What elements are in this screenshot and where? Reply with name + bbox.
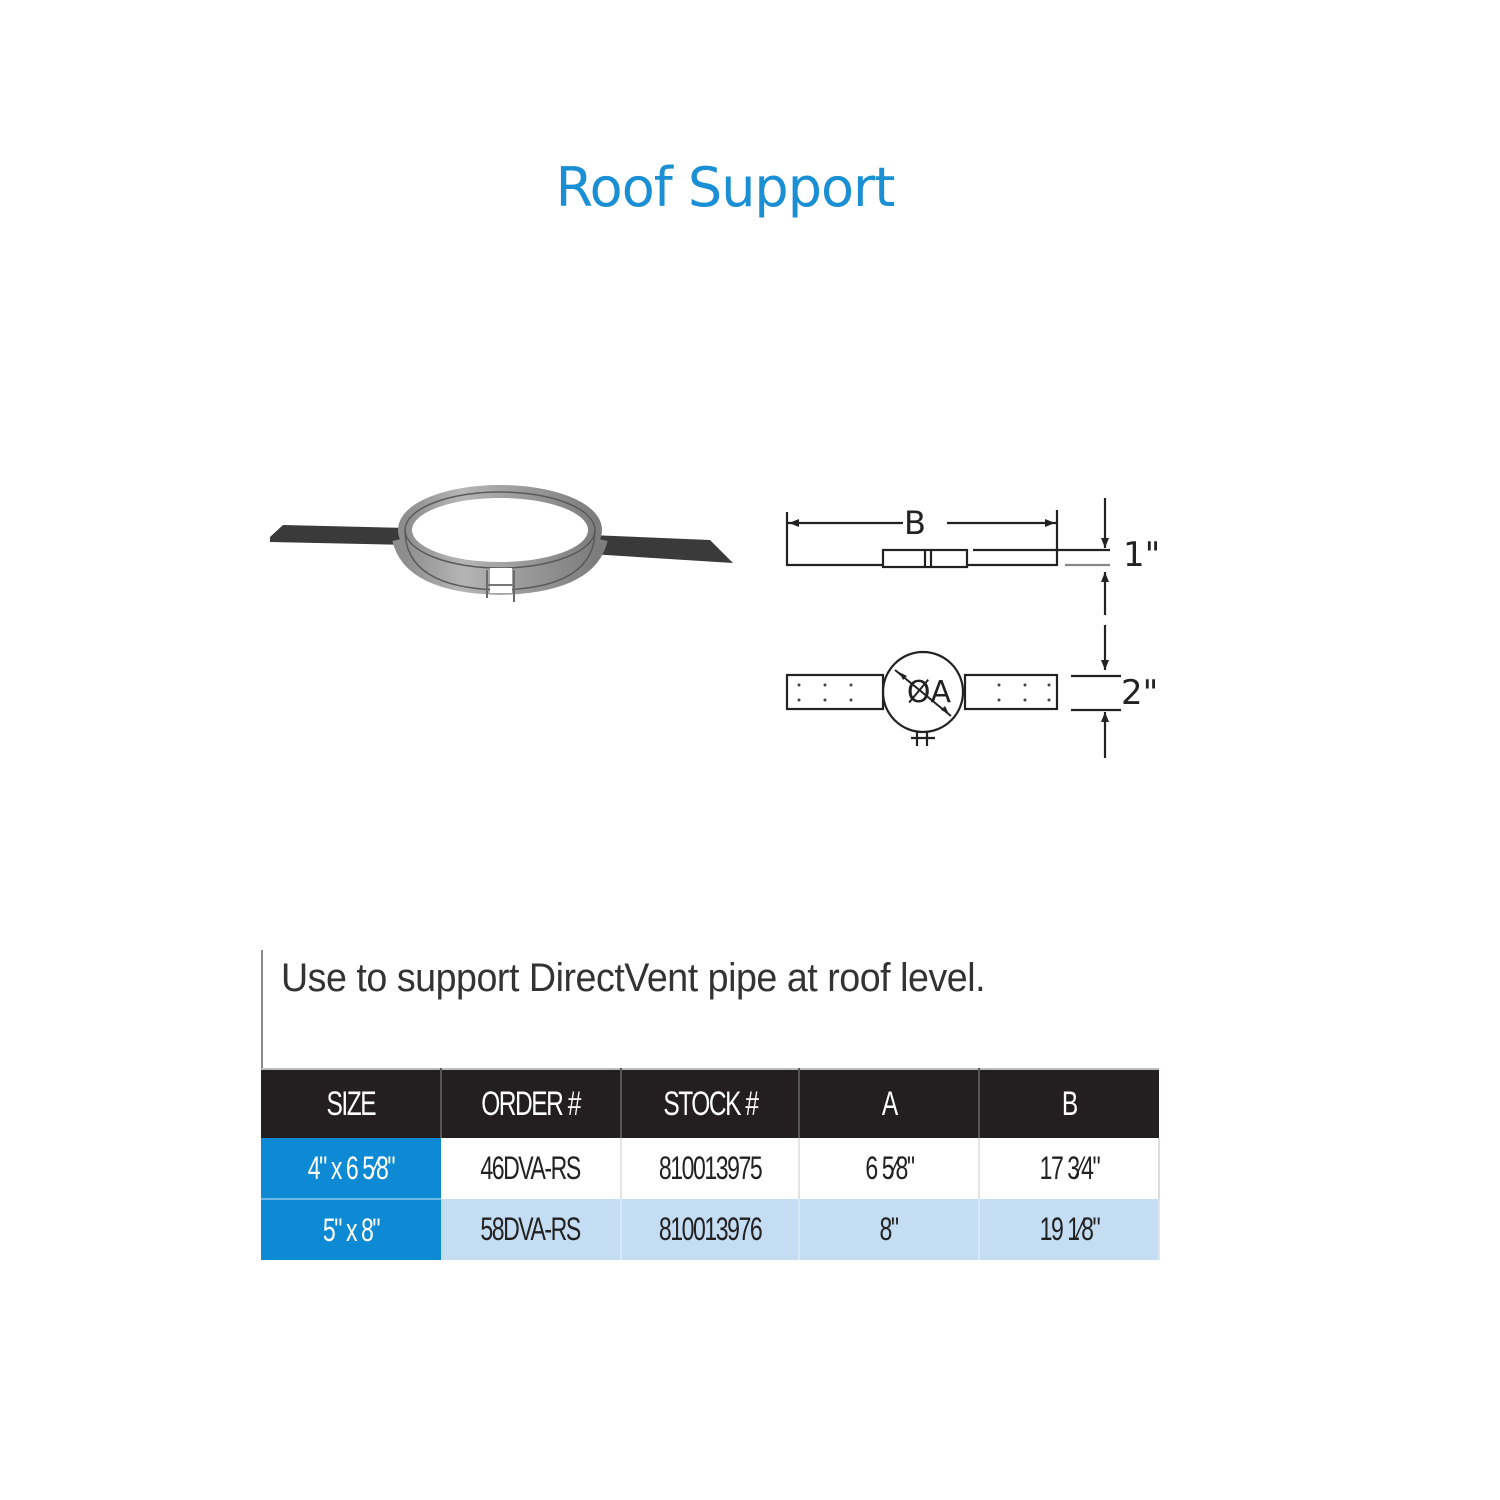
table-row: 5" x 8" 58DVA-RS 810013976 8" 19 1⁄8" [261,1199,1160,1260]
roof-support-photo [270,485,733,602]
label-b: B [904,504,926,542]
table-row: 4" x 6 5⁄8" 46DVA-RS 810013975 6 5⁄8" 17… [261,1138,1160,1200]
col-header-stock: STOCK # [621,1068,800,1138]
col-header-b: B [979,1068,1159,1138]
cell-size: 4" x 6 5⁄8" [261,1138,441,1200]
right-strap [590,535,733,563]
cell-stock: 810013975 [621,1138,800,1199]
page-title: Roof Support [555,156,896,219]
col-header-a: A [799,1068,980,1138]
cell-a: 6 5⁄8" [799,1138,980,1199]
cell-size: 5" x 8" [261,1199,441,1260]
cell-order: 58DVA-RS [441,1199,622,1260]
cell-b: 17 3⁄4" [979,1138,1160,1199]
cell-a: 8" [799,1199,980,1260]
dimension-drawing: B ØA 1" 2" [785,498,1160,758]
table-header-row: SIZE ORDER # STOCK # A B [261,1068,1159,1138]
dim-bottom: 2" [1121,673,1158,713]
cell-stock: 810013976 [621,1199,800,1260]
label-a: ØA [907,675,952,710]
cell-order: 46DVA-RS [441,1138,622,1199]
spec-table: SIZE ORDER # STOCK # A B 4" x 6 5⁄8" 46D… [261,1068,1160,1260]
dim-top: 1" [1123,535,1160,575]
description-text: Use to support DirectVent pipe at roof l… [281,956,986,1000]
col-header-order: ORDER # [441,1068,622,1138]
col-header-size: SIZE [261,1068,442,1138]
cell-b: 19 1⁄8" [979,1199,1160,1260]
description-block: Use to support DirectVent pipe at roof l… [261,950,1163,1068]
left-strap [270,525,410,545]
